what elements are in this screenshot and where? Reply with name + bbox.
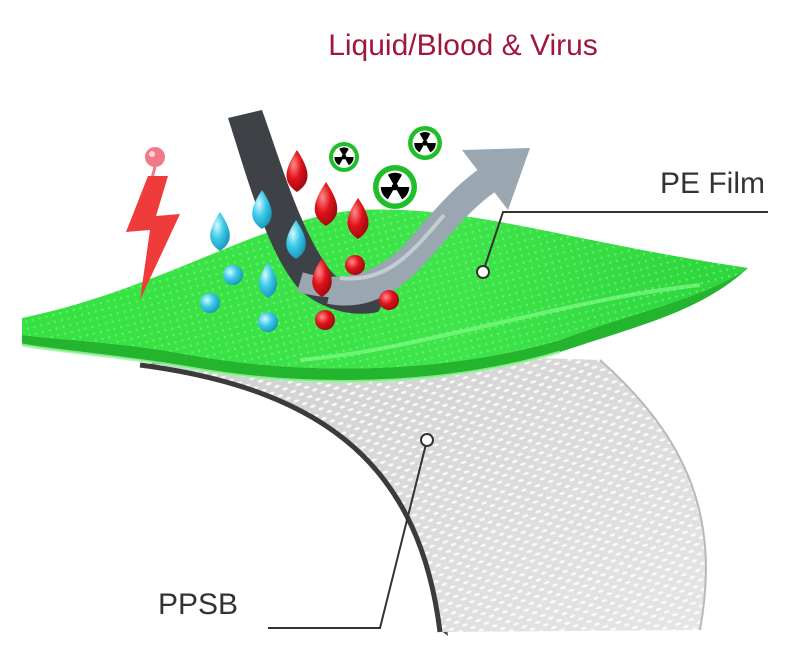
water-ball-icon — [200, 265, 278, 332]
virus-icon — [329, 142, 359, 172]
diagram-title: Liquid/Blood & Virus — [328, 29, 598, 62]
ppsb-leader — [268, 433, 434, 629]
blood-ball-icon — [315, 255, 399, 330]
pe-film-leader — [476, 211, 768, 279]
pe-film-label: PE Film — [660, 167, 765, 200]
ppsb-label: PPSB — [158, 588, 238, 621]
blood-drop-icon — [286, 150, 369, 297]
virus-icon — [408, 126, 442, 160]
lightning-icon — [126, 147, 180, 300]
water-drop-icon — [210, 190, 306, 298]
ppsb-layer — [139, 355, 707, 636]
dark-strip — [228, 110, 392, 314]
virus-icon — [373, 165, 417, 209]
